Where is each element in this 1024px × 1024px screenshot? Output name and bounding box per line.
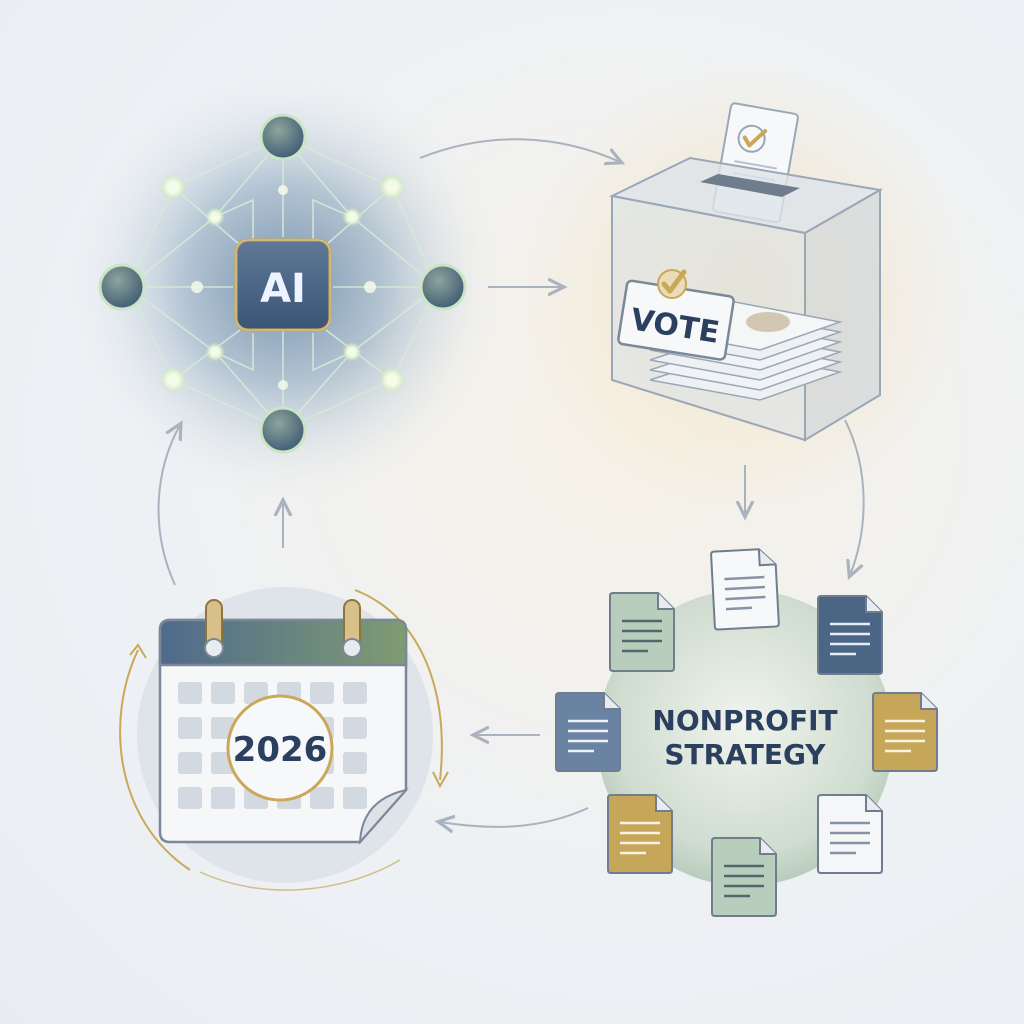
arrow-ai-to-vote-top — [419, 138, 620, 162]
calendar-day-cell — [178, 787, 202, 809]
strategy-documents — [555, 548, 938, 917]
calendar-day-cell — [211, 787, 235, 809]
calendar-group: 2026 — [119, 587, 449, 891]
document-icon — [817, 794, 883, 874]
check-badge-icon — [657, 269, 687, 299]
calendar-day-cell — [310, 787, 334, 809]
calendar-day-cell — [310, 682, 334, 704]
calendar-day-cell — [178, 682, 202, 704]
sparkle-nodes — [159, 173, 406, 394]
calendar-day-cell — [343, 787, 367, 809]
hub-nodes — [98, 113, 467, 454]
cycle-ring-right — [354, 589, 443, 781]
year-badge — [226, 694, 334, 802]
calendar-day-cell — [343, 682, 367, 704]
calendar-day-cell — [178, 717, 202, 739]
calendar-day-cell — [178, 752, 202, 774]
vote-sign: VOTE — [617, 279, 735, 361]
arrow-calendar-to-ai-curve — [157, 425, 180, 586]
document-icon — [609, 592, 675, 672]
strategy-line2: STRATEGY — [664, 738, 826, 771]
flow-arrows — [157, 138, 865, 827]
ai-label: AI — [260, 266, 306, 312]
strategy-cluster: NONPROFIT STRATEGY — [555, 548, 938, 917]
arrow-strategy-to-calendar-low — [440, 807, 589, 827]
strategy-line1: NONPROFIT — [652, 704, 837, 737]
calendar-day-cell — [343, 717, 367, 739]
calendar-day-cell — [343, 752, 367, 774]
ai-network: AI — [98, 113, 467, 454]
document-icon — [817, 595, 883, 675]
ballot-box: VOTE — [608, 102, 883, 442]
cycle-ring-left — [119, 649, 191, 871]
calendar-day-cell — [211, 682, 235, 704]
ballot-stack — [649, 301, 843, 401]
document-icon — [555, 692, 621, 772]
ballot-slot — [700, 174, 800, 197]
arrow-vote-to-strategy-curve — [844, 419, 865, 575]
calendar-icon: 2026 — [158, 599, 409, 845]
page-curl — [358, 788, 409, 845]
box-side — [804, 188, 881, 442]
document-icon — [711, 837, 777, 917]
document-icon — [607, 794, 673, 874]
document-icon — [872, 692, 938, 772]
year-label: 2026 — [233, 730, 328, 770]
calendar-day-grid — [178, 682, 367, 809]
document-icon — [710, 548, 780, 631]
